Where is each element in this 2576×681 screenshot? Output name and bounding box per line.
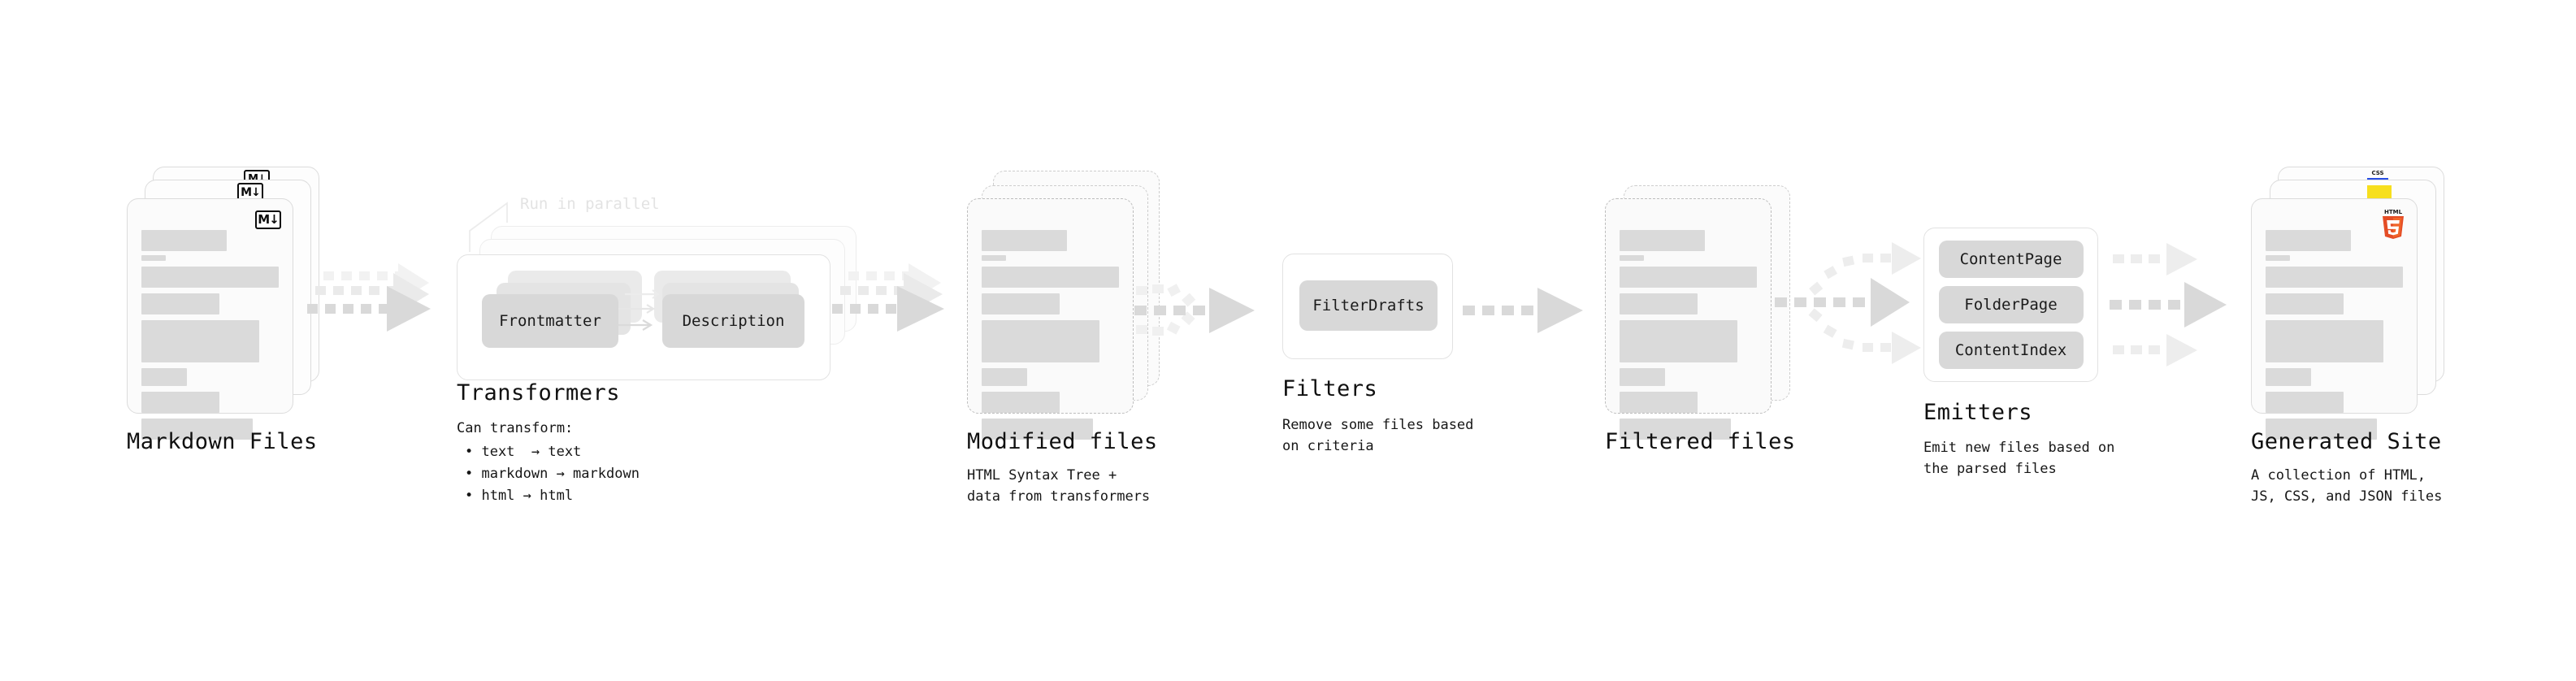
connector-transformers-to-modified [832,263,944,332]
chip-filterdrafts[interactable]: FilterDrafts [1299,280,1438,331]
filters-caption: Remove some files based on criteria [1282,417,1474,455]
js-badge [2367,185,2392,201]
modified-card-front [967,198,1134,440]
svg-text:HTML: HTML [2384,209,2403,215]
line-bar [982,293,1060,314]
line-bar [982,392,1060,413]
line-bar [1620,230,1705,251]
stage-title-transformers: Transformers [457,380,621,406]
transformers-caption: Can transform: [457,420,574,436]
line-bar [2266,368,2311,386]
connector-emitters-to-site [2110,243,2227,367]
line-bar [1620,267,1757,288]
line-bar [982,230,1067,251]
emitters-caption: Emit new files based on the parsed files [1923,440,2115,478]
markdown-badge-ghost-mid: M↓ [237,183,263,202]
css-badge: CSS [2367,171,2388,184]
line-bar [2266,267,2403,288]
line-bar [1620,255,1645,261]
line-bar [982,419,1093,440]
markdown-badge: M↓ [255,210,281,229]
line-bar [2266,255,2291,261]
line-bar [141,267,279,288]
stage-title-emitters: Emitters [1923,400,2033,425]
line-bar [141,293,220,314]
run-in-parallel-label: Run in parallel [520,195,660,213]
modified-files-caption: HTML Syntax Tree + data from transformer… [967,467,1151,505]
css-badge-rule [2367,178,2388,180]
line-bar [982,320,1100,362]
filtered-card-lines [1620,230,1757,440]
site-card-lines [2266,230,2403,440]
stage-title-modified-files: Modified files [967,429,1158,454]
line-bar [2266,230,2351,251]
line-bar [2266,392,2344,413]
transformers-box: Frontmatter Description [457,254,830,380]
markdown-card-front: M↓ [127,198,293,440]
chip-contentindex[interactable]: ContentIndex [1938,332,2084,369]
chip-frontmatter[interactable]: Frontmatter [482,294,618,348]
line-bar [982,267,1119,288]
chip-contentpage[interactable]: ContentPage [1938,241,2084,278]
connector-modified-to-filters [1134,284,1255,336]
filters-box: FilterDrafts [1282,254,1453,359]
line-bar [141,320,260,362]
stage-title-filtered-files: Filtered files [1605,429,1796,454]
filtered-card-front [1605,198,1772,440]
css-badge-label: CSS [2371,170,2384,176]
connector-filters-to-filtered [1463,288,1583,333]
line-bar [2266,293,2344,314]
chip-folderpage[interactable]: FolderPage [1938,286,2084,323]
line-bar [1620,392,1698,413]
line-bar [1620,419,1731,440]
line-bar [2266,419,2377,440]
line-bar [1620,320,1738,362]
generated-site-caption: A collection of HTML, JS, CSS, and JSON … [2251,467,2443,505]
line-bar [141,392,220,413]
line-bar [141,230,227,251]
run-in-parallel-bracket [469,202,508,252]
line-bar [141,368,187,386]
chip-description[interactable]: Description [662,294,804,348]
site-card-front: HTML [2251,198,2418,440]
transformers-bullet-1: • markdown → markdown [465,466,640,482]
line-bar [1620,293,1698,314]
line-bar [2266,320,2384,362]
emitters-box: ContentPage FolderPage ContentIndex [1923,228,2098,382]
html5-icon: HTML [2383,209,2404,239]
stage-title-filters: Filters [1282,376,1378,401]
connector-md-to-transformers [307,263,431,332]
transformers-bullet-0: • text → text [465,444,582,460]
markdown-card-lines [141,230,279,440]
modified-card-lines [982,230,1119,440]
line-bar [982,255,1007,261]
line-bar [1620,368,1665,386]
connector-filtered-to-emitters [1775,242,1921,364]
stage-title-generated-site: Generated Site [2251,429,2442,454]
stage-title-markdown-files: Markdown Files [127,429,318,454]
line-bar [982,368,1027,386]
transformers-bullet-2: • html → html [465,488,574,504]
line-bar [141,419,253,440]
line-bar [141,255,167,261]
